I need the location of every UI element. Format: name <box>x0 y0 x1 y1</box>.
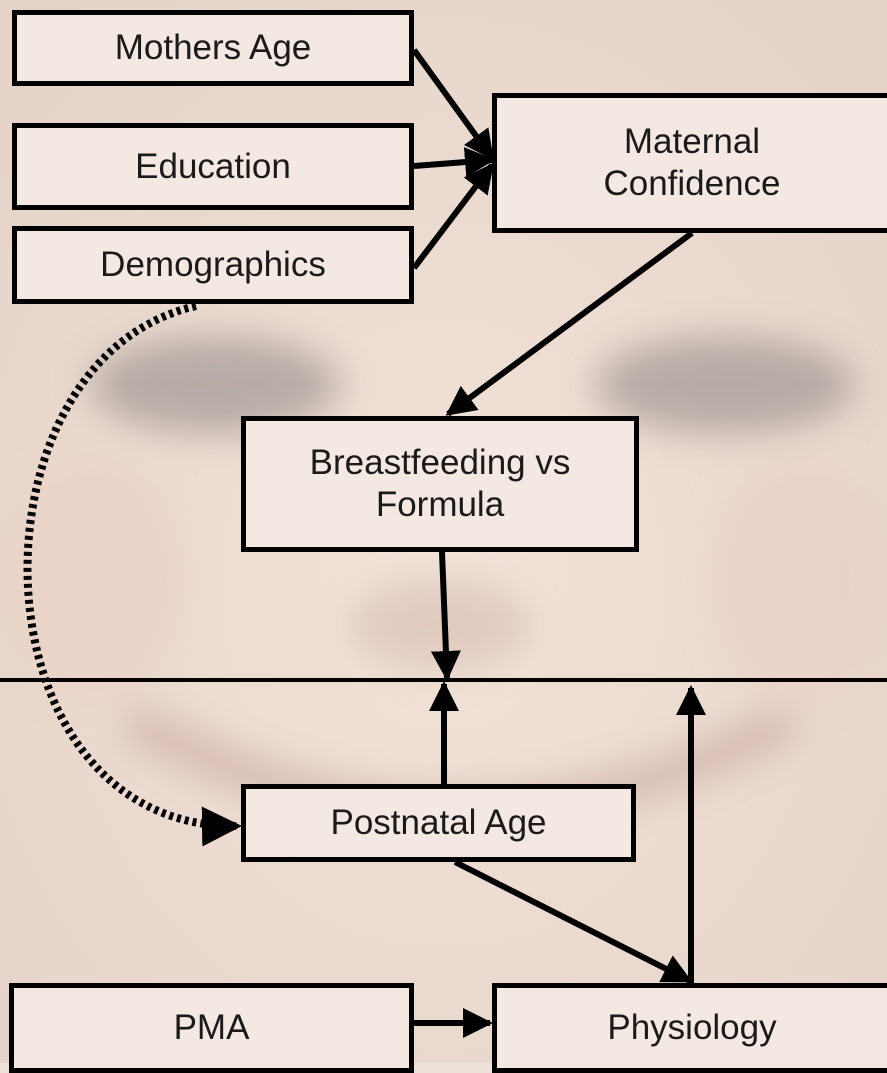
node-label: Physiology <box>607 1008 777 1047</box>
arrow-demographics-to-maternal-confidence <box>411 162 495 270</box>
node-label: Demographics <box>100 245 326 284</box>
arrow-postnatal-age-to-physiology <box>453 859 693 984</box>
node-label: PMA <box>173 1008 250 1047</box>
node-mothers-age: Mothers Age <box>12 10 414 86</box>
right-eye-shape <box>595 337 855 433</box>
node-postnatal-age: Postnatal Age <box>241 784 636 862</box>
arrow-feeding-to-outcome <box>430 551 461 681</box>
node-education: Education <box>12 123 414 210</box>
node-pma: PMA <box>9 983 414 1073</box>
node-breastfeeding-vs-formula: Breastfeeding vs Formula <box>241 416 639 552</box>
arrow-maternal-confidence-to-feeding <box>445 230 694 417</box>
node-label: Education <box>135 146 291 186</box>
dotted-arrow-demographics-to-postnatal-age <box>23 302 242 847</box>
node-physiology: Physiology <box>492 983 887 1073</box>
arrow-education-to-maternal-confidence <box>413 147 495 178</box>
node-demographics: Demographics <box>12 226 414 304</box>
left-eye-shape <box>90 337 340 433</box>
arrow-mothers-age-to-maternal-confidence <box>411 48 495 161</box>
node-label: Mothers Age <box>114 28 312 67</box>
node-label: Breastfeeding vs Formula <box>309 443 571 524</box>
node-label: Postnatal Age <box>330 803 547 842</box>
node-maternal-confidence: Maternal Confidence <box>492 93 887 233</box>
node-label: Maternal Confidence <box>603 122 781 203</box>
